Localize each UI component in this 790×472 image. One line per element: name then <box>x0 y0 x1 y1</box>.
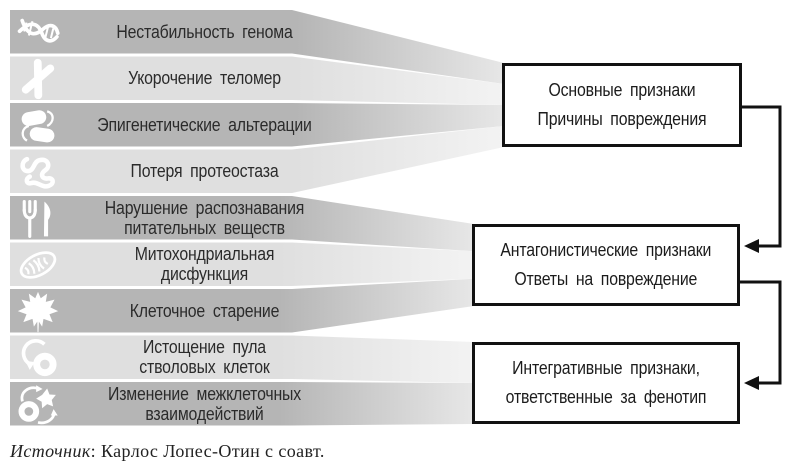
hallmark-wedge <box>10 56 504 105</box>
hallmark-wedge <box>10 126 504 193</box>
hallmark-wedge <box>10 103 504 147</box>
source-text: : Карлос Лопес-Отин с соавт. <box>90 441 325 461</box>
mitochondria-icon <box>16 243 60 287</box>
stem-cell-icon <box>16 336 60 380</box>
epigenetics-icon <box>16 104 60 148</box>
hallmark-label: Нестабильность генома <box>116 21 293 42</box>
hallmark-label: Истощение пула стволовых клеток <box>139 337 270 378</box>
hallmark-label: Укорочение теломер <box>128 68 281 89</box>
category-box-antagonistic: Антагонистические признаки Ответы на пов… <box>472 224 740 306</box>
connector-line <box>742 105 782 248</box>
arrow-head-icon <box>744 376 759 390</box>
connector-line <box>740 280 782 385</box>
dna-icon <box>16 11 60 55</box>
hallmark-wedge <box>10 278 474 333</box>
category-box-integrative: Интегративные признаки, ответственные за… <box>472 342 740 424</box>
hallmark-wedge <box>10 335 474 383</box>
hallmark-wedge <box>10 10 504 84</box>
category-box-antagonistic-label: Антагонистические признаки Ответы на пов… <box>500 240 712 289</box>
hallmark-label: Изменение межклеточных взаимодействий <box>108 383 301 424</box>
hallmark-label: Нарушение распознавания питательных веще… <box>104 197 305 238</box>
chromosome-icon <box>16 57 60 101</box>
intercellular-icon <box>16 383 60 427</box>
category-box-primary: Основные признаки Причины повреждения <box>502 63 742 147</box>
hallmark-label: Потеря протеостаза <box>130 161 279 182</box>
hallmark-wedge <box>10 196 474 252</box>
hallmark-label: Эпигенетические альтерации <box>97 114 312 135</box>
protein-icon <box>16 150 60 194</box>
category-box-primary-label: Основные признаки Причины повреждения <box>537 80 707 129</box>
maple-leaf-icon <box>16 290 60 334</box>
hallmark-wedge <box>10 382 474 426</box>
hallmark-label: Митохондриальная дисфункция <box>134 244 275 285</box>
hallmark-wedge <box>10 242 474 286</box>
hallmark-label: Клеточное старение <box>129 300 280 321</box>
source-note: Источник: Карлос Лопес-Отин с соавт. <box>10 441 325 462</box>
source-label: Источник <box>10 441 91 461</box>
fork-knife-icon <box>16 197 60 241</box>
arrow-head-icon <box>744 239 759 253</box>
category-box-integrative-label: Интегративные признаки, ответственные за… <box>505 358 707 407</box>
